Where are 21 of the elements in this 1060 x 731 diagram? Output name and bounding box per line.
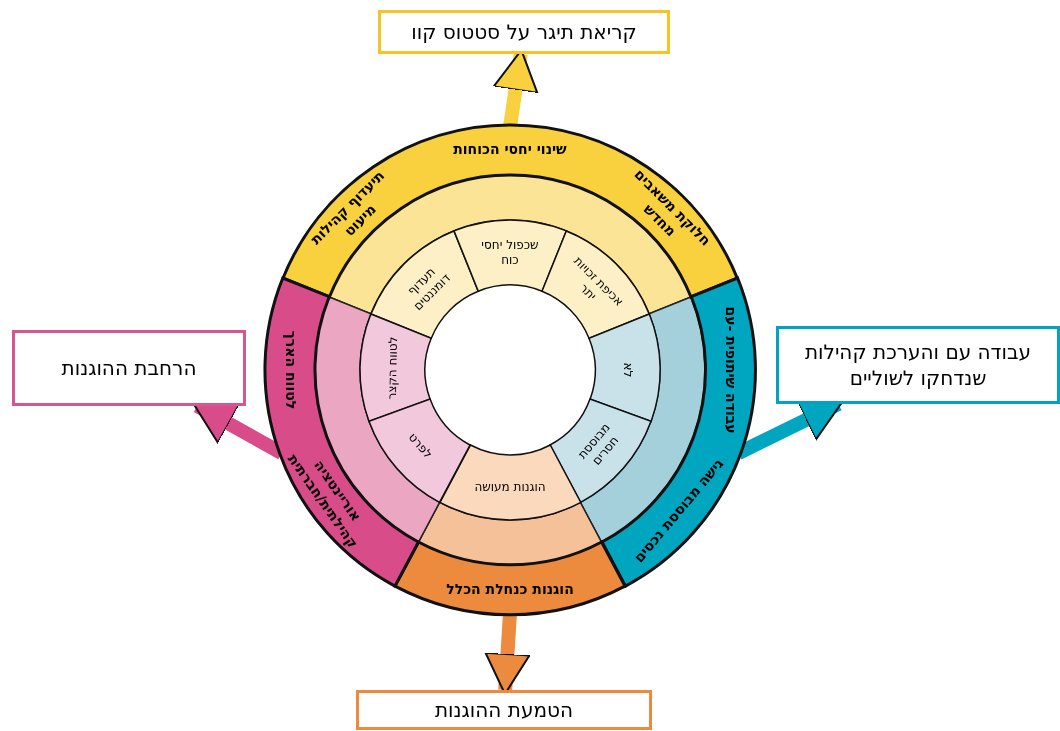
segment-label: עבודה שיתופית -עם [721, 305, 739, 436]
heading-box: הטמעת ההוגנות [356, 690, 652, 730]
segment-label: אכיפת זכויות יתר [570, 252, 628, 311]
segment-label: מבוססת חסרים [574, 418, 623, 470]
segment-label: שכפול יחסי כוח [480, 237, 540, 268]
segment-label: לטווח הארך [281, 329, 299, 412]
segment-label: לטווח הקצר [384, 335, 401, 402]
heading-box: קריאת תיגר על סטטוס קוו [378, 10, 670, 54]
segment-label: לפרט [404, 428, 436, 463]
segment-label: תעדוף דומננטים [403, 263, 455, 316]
heading-box: הרחבת ההוגנות [12, 330, 246, 406]
ring-segment [417, 501, 603, 566]
segment-label: הוגנות כנחלת הכלל [445, 581, 575, 599]
segment-label: שינוי יחסי הכוחות [452, 141, 568, 159]
segment-label: תיעדוף קהילות מיעוט [306, 166, 389, 250]
segment-label: גישה מבוססת נכסים [629, 454, 727, 568]
segment-label: לא [620, 361, 635, 380]
segment-label: הוגנות מעושה [473, 480, 547, 495]
segment-label: חלוקת משאבים מחדש [629, 165, 715, 252]
heading-box: עבודה עם והערכת קהילות שנדחקו לשוליים [776, 326, 1060, 404]
segment-label: אוריינטציה קהילתית/חברתית [283, 449, 366, 553]
